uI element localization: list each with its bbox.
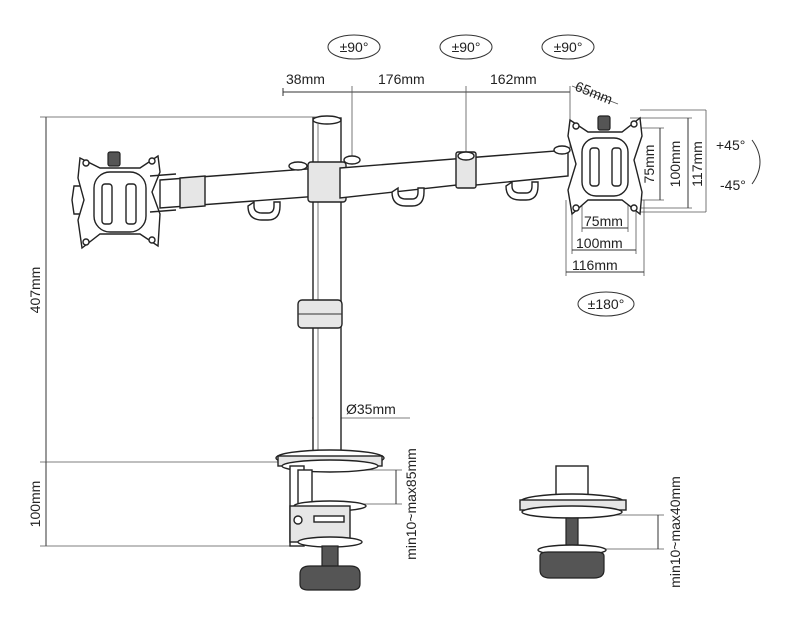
tilt-arrow-icon: [751, 139, 761, 185]
dim-label-vesa-h-75: 75mm: [641, 145, 657, 184]
rotation-label-rotate: ±180°: [588, 296, 625, 312]
tilt-label-up: +45°: [716, 137, 745, 153]
rotation-label-arm-right: ±90°: [554, 39, 583, 55]
dim-label-38: 38mm: [286, 71, 325, 87]
vesa-plate-left: [71, 151, 177, 250]
dim-label-vesa-h-100: 100mm: [667, 141, 683, 188]
vesa-plate-right: [567, 115, 643, 216]
rotation-badges: ±90° ±90° ±90° ±180° +45° -45°: [327, 34, 761, 317]
dim-label-vesa-w-75: 75mm: [584, 213, 623, 229]
dim-label-grommet-range: min10~max40mm: [667, 476, 683, 588]
grommet-mount: [519, 465, 627, 579]
dim-label-clamp-range: min10~max85mm: [403, 448, 419, 560]
dim-label-pole-diameter: Ø35mm: [346, 401, 396, 417]
dim-label-100-clamp: 100mm: [27, 481, 43, 528]
desk-clamp: [275, 449, 385, 591]
arm-assembly: [159, 145, 571, 221]
dim-label-407: 407mm: [27, 267, 43, 314]
dim-label-162: 162mm: [490, 71, 537, 87]
dim-label-vesa-w-116: 116mm: [572, 257, 618, 273]
tilt-label-down: -45°: [720, 177, 746, 193]
dimension-labels: 38mm 176mm 162mm 65mm 407mm 100mm Ø35mm …: [27, 71, 705, 588]
rotation-label-arm-left: ±90°: [340, 39, 369, 55]
dim-label-65: 65mm: [573, 78, 615, 107]
dim-label-vesa-h-117: 117mm: [689, 141, 705, 187]
dim-label-176: 176mm: [378, 71, 425, 87]
rotation-label-arm-middle: ±90°: [452, 39, 481, 55]
dim-label-vesa-w-100: 100mm: [576, 235, 623, 251]
